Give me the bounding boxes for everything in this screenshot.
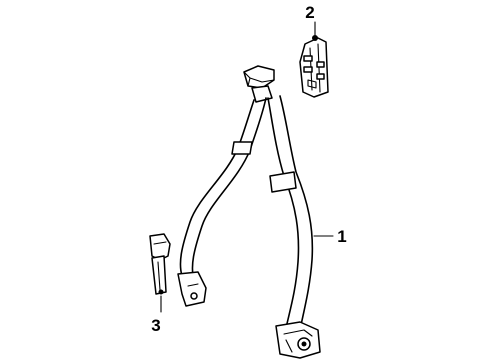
seat-belt-assembly-icon[interactable]: [177, 65, 321, 359]
callout-2: 2: [305, 3, 316, 36]
anchor-bracket-icon[interactable]: [299, 35, 329, 98]
callout-2-label: 2: [305, 3, 314, 22]
callout-1: 1: [313, 227, 347, 246]
buckle-icon[interactable]: [149, 233, 171, 295]
callout-3: 3: [151, 295, 162, 335]
callout-3-label: 3: [151, 316, 160, 335]
callout-1-label: 1: [337, 227, 346, 246]
